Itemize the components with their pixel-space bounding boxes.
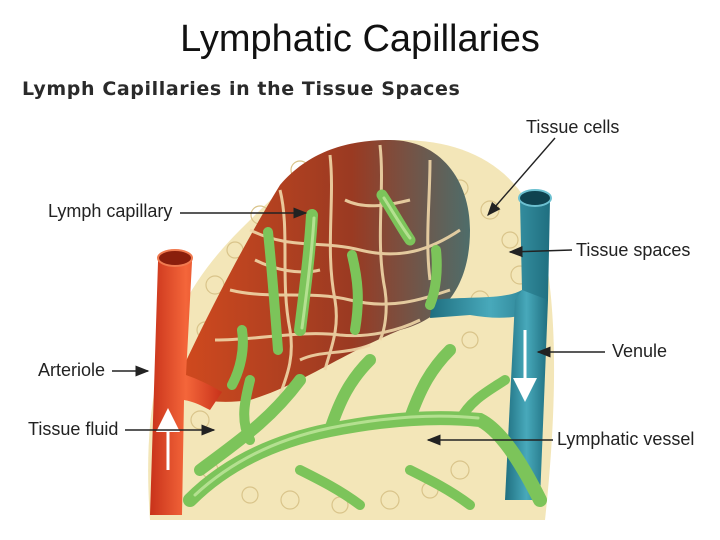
arteriole-opening [157, 249, 193, 267]
label-tissue-spaces: Tissue spaces [576, 240, 691, 260]
label-tissue-fluid: Tissue fluid [28, 419, 119, 439]
slide-title: Lymphatic Capillaries [180, 18, 540, 60]
label-venule: Venule [612, 341, 668, 361]
capillary-mesh-lines [214, 144, 461, 396]
figure-title: Lymph Capillaries in the Tissue Spaces [22, 78, 461, 100]
leader-tissue-cells [487, 137, 556, 217]
blood-capillary-bed [175, 140, 470, 402]
label-tissue-cells: Tissue cells [526, 117, 620, 137]
label-arteriole: Arteriole [38, 360, 106, 380]
lymphatic-network-highlight [193, 196, 480, 497]
leader-lines [112, 137, 605, 446]
venule-opening [518, 189, 552, 207]
label-lymph-capillary: Lymph capillary [48, 201, 173, 221]
leader-tissue-spaces [508, 245, 573, 258]
label-lymphatic-vessel: Lymphatic vessel [557, 429, 695, 449]
